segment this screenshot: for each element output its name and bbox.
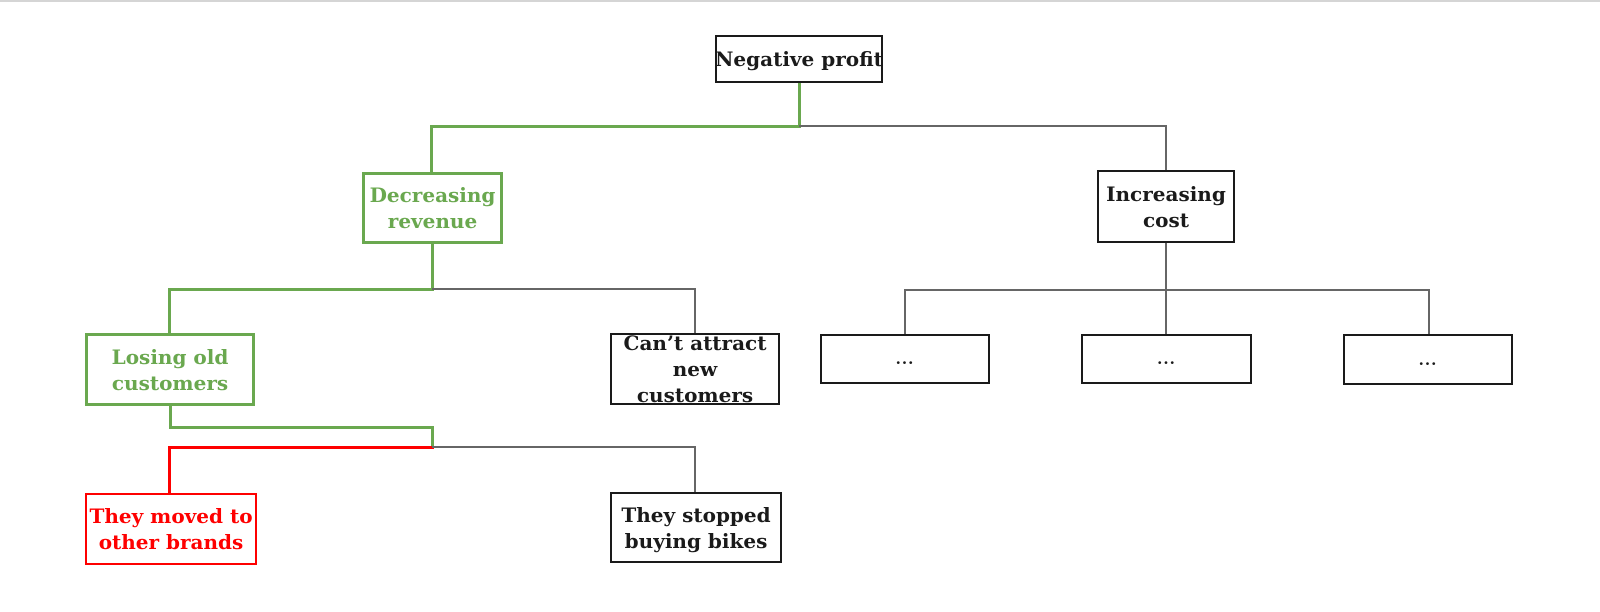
edge-decreasing-revenue-to-losing-old-v-green [168, 288, 171, 333]
node-increasing-cost-label: Increasing cost [1106, 181, 1226, 232]
edge-to-cost-placeholder-3-v [1428, 289, 1430, 334]
edge-cost-children-h [904, 289, 1430, 291]
edge-increasing-cost-stem [1165, 243, 1167, 291]
edge-losing-old-stem-v-green [169, 406, 172, 429]
edge-losing-old-stem-h-green [169, 426, 434, 429]
edge-to-cant-attract-v [694, 288, 696, 333]
node-negative-profit-label: Negative profit [715, 47, 883, 71]
edge-to-stopped-buying-h [432, 446, 696, 448]
edge-root-to-decreasing-revenue-v-green [430, 125, 433, 172]
node-cost-placeholder-3-label: ... [1418, 350, 1438, 369]
node-cost-placeholder-2[interactable]: ... [1081, 334, 1252, 384]
node-stopped-buying-bikes[interactable]: They stopped buying bikes [610, 492, 782, 563]
canvas-top-border [0, 0, 1600, 2]
node-losing-old-customers[interactable]: Losing old customers [85, 333, 255, 406]
edge-root-to-increasing-cost-v [1165, 125, 1167, 170]
edge-to-cost-placeholder-1-v [904, 289, 906, 334]
node-cost-placeholder-2-label: ... [1157, 350, 1176, 368]
node-decreasing-revenue-label: Decreasing revenue [369, 183, 496, 233]
edge-root-to-increasing-cost-h [799, 125, 1167, 127]
node-moved-to-other-brands-label: They moved to other brands [89, 504, 253, 554]
node-moved-to-other-brands[interactable]: They moved to other brands [85, 493, 257, 565]
edge-to-cost-placeholder-2-v [1165, 289, 1167, 334]
node-cost-placeholder-3[interactable]: ... [1343, 334, 1513, 385]
edge-to-moved-brands-h-red [168, 446, 434, 449]
edge-decreasing-revenue-to-losing-old-h-green [168, 288, 434, 291]
edge-to-stopped-buying-v [694, 446, 696, 492]
node-losing-old-customers-label: Losing old customers [111, 344, 229, 395]
edge-to-cant-attract-h [432, 288, 696, 290]
node-cost-placeholder-1-label: ... [895, 350, 915, 368]
edge-root-stem-green [798, 83, 801, 128]
node-increasing-cost[interactable]: Increasing cost [1097, 170, 1235, 243]
edge-root-to-decreasing-revenue-h-green [430, 125, 801, 128]
edge-to-moved-brands-v-red [168, 446, 171, 493]
edge-decreasing-revenue-stem-green [431, 244, 434, 291]
node-negative-profit[interactable]: Negative profit [715, 35, 883, 83]
node-decreasing-revenue[interactable]: Decreasing revenue [362, 172, 503, 244]
node-cost-placeholder-1[interactable]: ... [820, 334, 990, 384]
node-cant-attract-new-customers[interactable]: Can’t attract new customers [610, 331, 780, 407]
node-cant-attract-new-customers-label: Can’t attract new customers [623, 331, 767, 407]
node-stopped-buying-bikes-label: They stopped buying bikes [621, 502, 771, 553]
edge-losing-old-stem-drop-green [431, 426, 434, 449]
